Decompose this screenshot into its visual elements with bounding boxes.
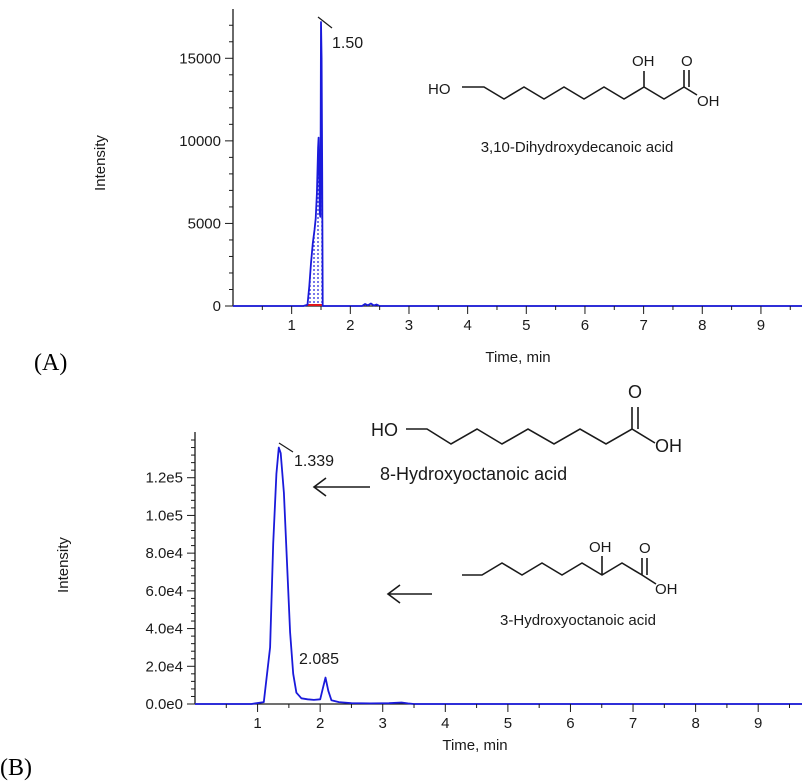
panel-b-molecule-2-name: 3-Hydroxyoctanoic acid (500, 612, 656, 629)
panel-a-x-tick-label: 4 (463, 317, 471, 334)
panel-b-x-tick-label: 1 (253, 715, 261, 732)
panel-a-atom-o: O (681, 53, 693, 70)
panel-b-molecule-1-atom-oh: OH (655, 436, 682, 456)
panel-a-integration (307, 21, 323, 307)
panel-a-x-tick-label: 9 (757, 317, 765, 334)
panel-a-x-tick-label: 2 (346, 317, 354, 334)
panel-b-y-tick-label: 1.0e5 (145, 507, 183, 524)
panel-b-molecule-2-atom-oh-top: OH (589, 539, 612, 556)
panel-a-atom-oh-acid: OH (697, 93, 720, 110)
panel-b-x-tick-label: 9 (754, 715, 762, 732)
panel-a-x-tick-label: 7 (639, 317, 647, 334)
panel-a-series (233, 21, 802, 307)
panel-b-x-tick-label: 7 (629, 715, 637, 732)
panel-a-integrated-area (307, 21, 323, 307)
panel-a-x-tick-label: 5 (522, 317, 530, 334)
panel-b-x-tick-label: 8 (691, 715, 699, 732)
panel-b-molecule-1-atom-ho: HO (371, 420, 398, 440)
panel-b-peak-label-1: 1.339 (294, 453, 334, 470)
panel-a-y-tick-label: 15000 (179, 50, 221, 67)
panel-a-atom-oh-top: OH (632, 53, 655, 70)
panel-a-peak-marker (317, 16, 333, 29)
panel-a: 1 2 3 4 5 6 7 8 9 0 5000 10000 15000 Intensity Time,… (34, 9, 802, 376)
panel-b-x-tick-label: 4 (441, 715, 449, 732)
arrow-left-icon (312, 477, 370, 497)
panel-a-atom-ho: HO (428, 81, 451, 98)
panel-a-peak-label: 1.50 (332, 35, 363, 52)
panel-a-x-tick-label: 3 (405, 317, 413, 334)
panel-b-y-tick-label: 2.0e4 (145, 658, 183, 675)
panel-b-peak-label-2: 2.085 (299, 651, 339, 668)
panel-b-molecule-1-bonds (406, 407, 656, 445)
panel-b-y-tick-label: 1.2e5 (145, 470, 183, 487)
panel-a-x-tick-label: 6 (581, 317, 589, 334)
arrow-left-icon (386, 584, 432, 604)
panel-b-molecule-1-atom-o: O (628, 382, 642, 402)
panel-a-molecule: HO OH O OH 3,10-Dihydroxydecanoic acid (428, 53, 720, 156)
panel-a-x-tick-label: 1 (287, 317, 295, 334)
panel-b-peak-marker (278, 442, 294, 453)
panel-b-molecule-2-atom-o: O (639, 540, 651, 557)
panel-b-y-tick-label: 8.0e4 (145, 545, 183, 562)
panel-b-x-tick-label: 6 (566, 715, 574, 732)
panel-a-molecule-bonds (462, 70, 698, 100)
panel-b-x-tick-label: 3 (379, 715, 387, 732)
panel-b-molecule-2-bonds (462, 556, 657, 585)
panel-a-label: (A) (34, 350, 67, 376)
panel-a-x-tick-label: 8 (698, 317, 706, 334)
panel-b-ticks: 1 2 3 4 5 6 7 8 9 0.0e0 2.0e4 4.0e4 6.0e4 8.0e4 1.0e5 1… (145, 439, 790, 732)
panel-b-y-tick-label: 4.0e4 (145, 621, 183, 638)
panel-b: 1 2 3 4 5 6 7 8 9 0.0e0 2.0e4 4.0e4 6.0e4 8.0e4 1.0e5 1… (0, 382, 802, 781)
panel-b-molecule-2: OH O OH 3-Hydroxyoctanoic acid (462, 539, 678, 629)
panel-a-y-tick-label: 0 (213, 298, 221, 315)
panel-a-molecule-name: 3,10-Dihydroxydecanoic acid (481, 139, 674, 156)
panel-b-y-tick-label: 0.0e0 (145, 696, 183, 713)
panel-b-x-axis-title: Time, min (442, 737, 507, 754)
panel-a-y-tick-label: 10000 (179, 133, 221, 150)
panel-b-x-tick-label: 5 (504, 715, 512, 732)
panel-b-series (195, 446, 802, 705)
panel-a-x-axis-title: Time, min (485, 349, 550, 366)
panel-a-chromatogram-trace (233, 21, 802, 307)
panel-b-chromatogram-trace (195, 446, 802, 705)
panel-b-molecule-2-atom-oh-acid: OH (655, 581, 678, 598)
panel-a-y-tick-label: 5000 (188, 215, 221, 232)
panel-a-y-axis-title: Intensity (92, 135, 109, 191)
panel-b-label: (B) (0, 755, 32, 781)
panel-a-ticks: 1 2 3 4 5 6 7 8 9 0 5000 10000 15000 (179, 24, 791, 334)
panel-b-y-tick-label: 6.0e4 (145, 583, 183, 600)
panel-b-molecule-1-name: 8-Hydroxyoctanoic acid (380, 464, 567, 484)
panel-b-y-axis-title: Intensity (55, 537, 72, 593)
panel-b-molecule-1: HO O OH 8-Hydroxyoctanoic acid (371, 382, 682, 484)
panel-b-x-tick-label: 2 (316, 715, 324, 732)
